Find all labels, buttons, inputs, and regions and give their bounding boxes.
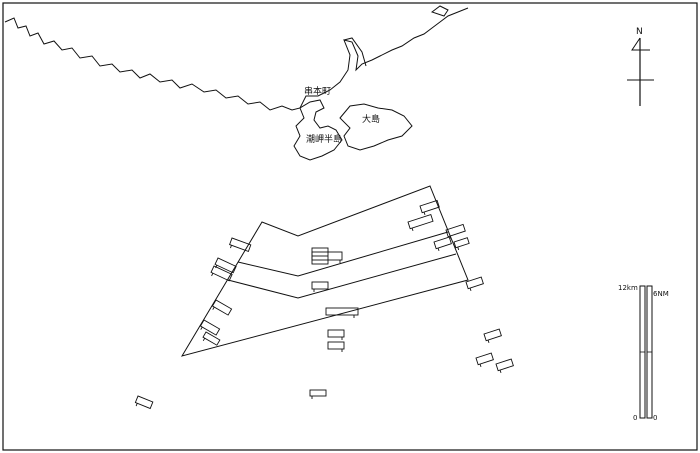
scale-km-bottom: 0 xyxy=(633,414,637,422)
coastline-islet xyxy=(430,5,449,17)
marker xyxy=(327,341,345,352)
scale-km-top: 12km xyxy=(618,284,638,292)
marker xyxy=(483,328,502,344)
marker xyxy=(407,214,434,232)
marker xyxy=(311,281,329,292)
marker xyxy=(325,307,359,318)
marker xyxy=(229,237,252,252)
marker xyxy=(211,299,233,316)
peninsula-coastline xyxy=(293,99,343,161)
scale-nm-top: 6NM xyxy=(653,290,669,298)
marker xyxy=(419,199,440,216)
marker xyxy=(311,251,343,263)
marker xyxy=(433,236,452,252)
marker xyxy=(309,389,327,399)
marker xyxy=(453,237,470,251)
area-band-line-1 xyxy=(237,231,449,277)
label-town: 串本町 xyxy=(304,85,331,97)
marker xyxy=(475,352,494,368)
island-coastline xyxy=(339,103,413,151)
north-arrow: N xyxy=(627,27,654,106)
marker xyxy=(311,247,329,265)
river-inlet xyxy=(343,37,367,67)
marker xyxy=(199,319,221,336)
area-band-line-2 xyxy=(227,253,457,299)
marker xyxy=(202,331,221,346)
marker xyxy=(495,358,514,374)
marker xyxy=(445,223,466,240)
markers xyxy=(134,199,514,410)
north-label: N xyxy=(636,27,643,37)
marker xyxy=(134,395,154,410)
marker xyxy=(465,276,484,292)
scale-bar: 12km 6NM 0 0 xyxy=(618,284,669,422)
marker xyxy=(214,257,237,274)
marker xyxy=(327,329,345,340)
scale-nm-bottom: 0 xyxy=(653,414,657,422)
mainland-coastline xyxy=(4,7,469,111)
marker xyxy=(210,265,233,282)
label-island: 大島 xyxy=(362,113,380,125)
label-peninsula: 潮岬半島 xyxy=(306,133,342,145)
